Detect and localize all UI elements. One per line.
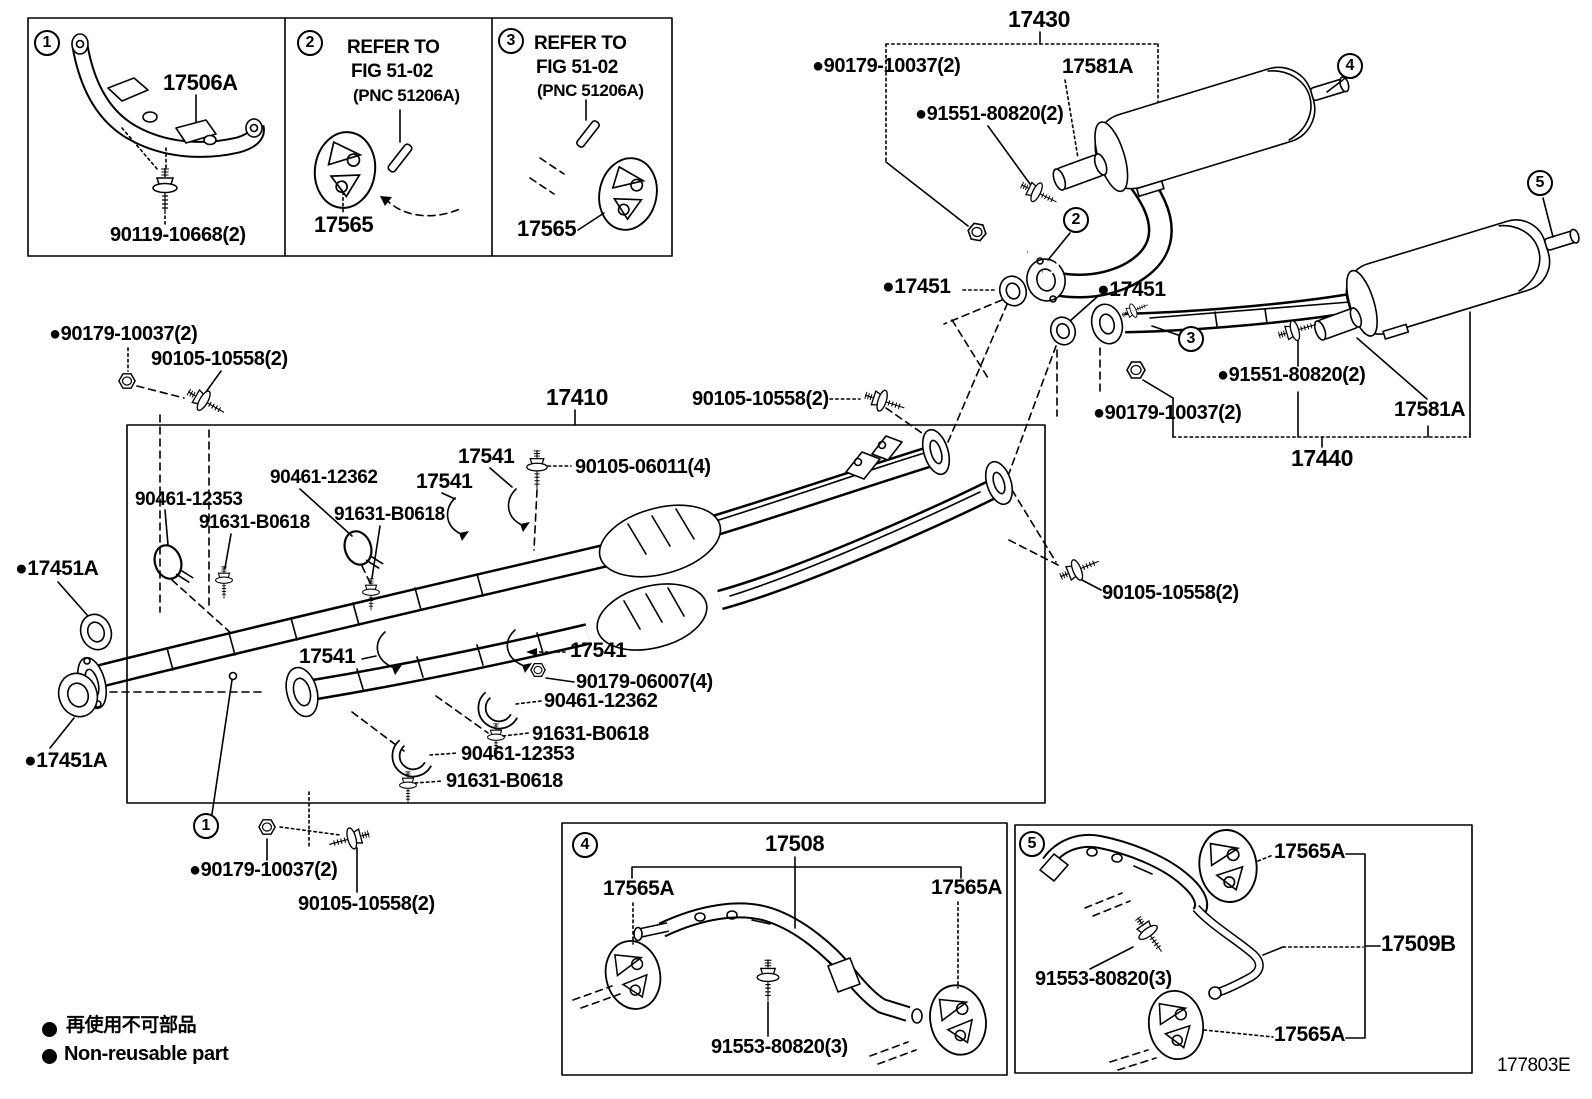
boxes [27,17,1473,1076]
refer-note-line1-p2: REFER TO [347,37,440,58]
part-label-90179-10037-top: ●90179-10037(2) [812,55,961,77]
part-label-17508: 17508 [765,831,825,856]
part-label-17581A-top: 17581A [1062,55,1134,78]
part-label-90179-06007: 90179-06007(4) [576,671,713,693]
callout-leaders [1047,78,1554,337]
refer-note-line2-p2: FIG 51-02 [351,61,433,82]
panel4-bracket-17508 [572,856,994,1065]
hanger-pin-17581A-top [1052,153,1108,191]
part-label-17451-right: ●17451 [1097,278,1166,301]
panel5-number: 5 [1019,831,1045,857]
refer-note-line3-p2: (PNC 51206A) [353,86,460,105]
muffler-17430-inlet-pipe [1046,167,1173,299]
drawing-number: 177803E [1497,1055,1571,1076]
part-label-90461-12353-upper: 90461-12353 [135,489,243,510]
callout-2: 2 [1063,207,1089,233]
part-label-17451A-lower: ●17451A [24,749,108,772]
part-label-90179-10037-left: ●90179-10037(2) [49,323,198,345]
front-gaskets [49,581,113,749]
callout-4: 4 [1337,53,1363,79]
callout-3: 3 [1178,326,1204,352]
part-label-91553-80820-p4: 91553-80820(3) [711,1036,848,1058]
panel1-number: 1 [34,30,60,56]
inset-panel-1 [71,33,265,225]
part-label-17565A-p5-top: 17565A [1274,840,1346,863]
part-label-91551-80820-top: ●91551-80820(2) [915,103,1064,125]
part-label-17581A-right: 17581A [1394,398,1466,421]
part-label-90179-10037-right: ●90179-10037(2) [1093,402,1242,424]
part-label-90119-10668: 90119-10668(2) [110,224,246,246]
part-label-17451-left: ●17451 [882,275,951,298]
inset-panel-2 [309,109,463,217]
front-pipe-assembly [76,428,1014,718]
part-label-90179-10037-bottom: ●90179-10037(2) [189,859,338,881]
refer-note-line2-p3: FIG 51-02 [536,57,618,78]
clamps-and-fasteners [118,373,1104,856]
hanger-pin-17581A-right [1313,307,1363,341]
part-label-91551-80820-right: ●91551-80820(2) [1217,364,1366,386]
legend-text-en: Non-reusable part [64,1043,229,1065]
part-label-90105-10558-top: 90105-10558(2) [692,388,829,410]
part-label-17565A-p4-left: 17565A [603,877,675,900]
part-label-17541-m1: 17541 [299,645,356,668]
part-label-90105-10558-bottom: 90105-10558(2) [298,893,435,915]
assembly-label-17410: 17410 [546,384,608,410]
part-label-17565A-p4-right: 17565A [931,876,1003,899]
panel3-number: 3 [498,28,524,54]
legend-text-jp: 再使用不可部品 [66,1015,197,1036]
part-label-17565-p2: 17565 [314,212,374,237]
part-label-91631-B0618-upper1: 91631-B0618 [199,512,310,533]
callout-5: 5 [1527,170,1553,196]
assembly-label-17430: 17430 [1008,6,1070,32]
legend-dot-jp [42,1022,57,1037]
part-label-91631-B0618-lower2: 91631-B0618 [446,770,563,792]
panel2-number: 2 [297,30,323,56]
part-label-17541-u2: 17541 [416,470,473,493]
part-label-17509B: 17509B [1381,931,1456,956]
part-label-17541-u1: 17541 [458,445,515,468]
refer-note-line1-p3: REFER TO [534,33,627,54]
part-label-17541-m2: 17541 [570,639,627,662]
callout-1: 1 [193,813,219,839]
part-label-17565A-p5-bottom: 17565A [1274,1023,1346,1046]
tail-pipe-17440-inlet [1124,292,1354,334]
assembly-label-17440: 17440 [1291,445,1353,471]
part-label-91631-B0618-lower1: 91631-B0618 [532,723,649,745]
part-label-90461-12362-lower: 90461-12362 [544,690,658,712]
part-label-17506A: 17506A [163,70,238,95]
part-label-90105-06011: 90105-06011(4) [575,456,711,478]
panel4-number: 4 [572,832,598,858]
legend-dot-en [42,1049,57,1064]
part-label-90105-10558-right: 90105-10558(2) [1102,582,1239,604]
label-brackets [574,31,1471,448]
refer-note-line3-p3: (PNC 51206A) [537,81,644,100]
part-label-17565-p3: 17565 [517,216,577,241]
flanges-gaskets-joints [965,153,1363,379]
part-label-91631-B0618-upper2: 91631-B0618 [334,504,445,525]
inset-panel-3 [529,99,665,237]
part-label-90105-10558-left: 90105-10558(2) [151,348,288,370]
part-label-91553-80820-p5: 91553-80820(3) [1035,968,1172,990]
part-label-17451A-upper: ●17451A [15,557,99,580]
part-label-90461-12362-upper: 90461-12362 [270,467,378,488]
muffler-17440 [1345,219,1580,340]
part-label-90461-12353-lower: 90461-12353 [461,743,575,765]
panel5-bracket-17509B [1039,825,1381,1071]
